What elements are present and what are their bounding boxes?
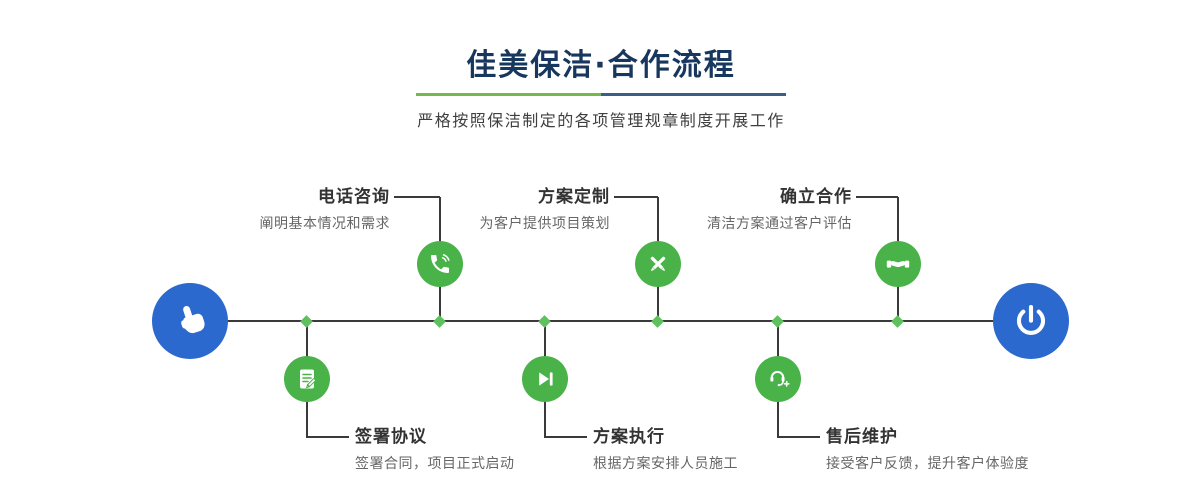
step-title: 方案执行 [593,427,665,447]
timeline-main-line [190,320,1031,322]
power-icon [1012,302,1050,340]
page-subtitle: 严格按照保洁制定的各项管理规章制度开展工作 [417,111,785,130]
headset-icon [766,367,790,391]
contract-icon [295,367,319,391]
play-forward-icon [533,367,557,391]
timeline-node-diamond [771,315,784,328]
step-title: 签署协议 [355,427,427,447]
connector-line [307,436,349,438]
timeline-node-diamond [300,315,313,328]
title-divider [416,93,786,96]
step-title: 售后维护 [826,427,898,447]
connector-line [394,196,440,198]
step-label-phone: 电话咨询 阐明基本情况和需求 [170,187,390,232]
design-pencil-ruler-icon [646,252,670,276]
timeline-start-circle [152,283,228,359]
timeline-node-diamond [538,315,551,328]
step-circle-handshake [875,241,921,287]
step-label-contract: 签署协议 签署合同，项目正式启动 [355,427,615,472]
step-circle-headset [755,356,801,402]
step-title: 确立合作 [780,187,852,207]
step-label-design: 方案定制 为客户提供项目策划 [390,187,610,232]
hand-pointer-icon [171,302,209,340]
step-label-handshake: 确立合作 清洁方案通过客户评估 [632,187,852,232]
connector-line [614,196,658,198]
timeline-end-circle [993,283,1069,359]
step-desc: 接受客户反馈，提升客户体验度 [826,456,1029,472]
step-desc: 阐明基本情况和需求 [259,216,390,232]
divider-green-segment [416,93,601,96]
phone-icon [428,252,452,276]
page-title: 佳美保洁·合作流程 [466,48,736,83]
connector-line [778,436,820,438]
step-title: 电话咨询 [318,187,390,207]
step-circle-design [635,241,681,287]
step-desc: 为客户提供项目策划 [479,216,610,232]
timeline-node-diamond [651,315,664,328]
step-circle-contract [284,356,330,402]
step-desc: 清洁方案通过客户评估 [707,216,852,232]
timeline-node-diamond [891,315,904,328]
handshake-icon [886,252,910,276]
connector-line [545,436,587,438]
step-label-headset: 售后维护 接受客户反馈，提升客户体验度 [826,427,1086,472]
step-title: 方案定制 [538,187,610,207]
step-label-execute: 方案执行 根据方案安排人员施工 [593,427,853,472]
step-desc: 根据方案安排人员施工 [593,456,738,472]
timeline-node-diamond [433,315,446,328]
step-circle-execute [522,356,568,402]
connector-line [856,196,898,198]
step-circle-phone [417,241,463,287]
step-desc: 签署合同，项目正式启动 [355,456,515,472]
divider-blue-segment [601,93,786,96]
